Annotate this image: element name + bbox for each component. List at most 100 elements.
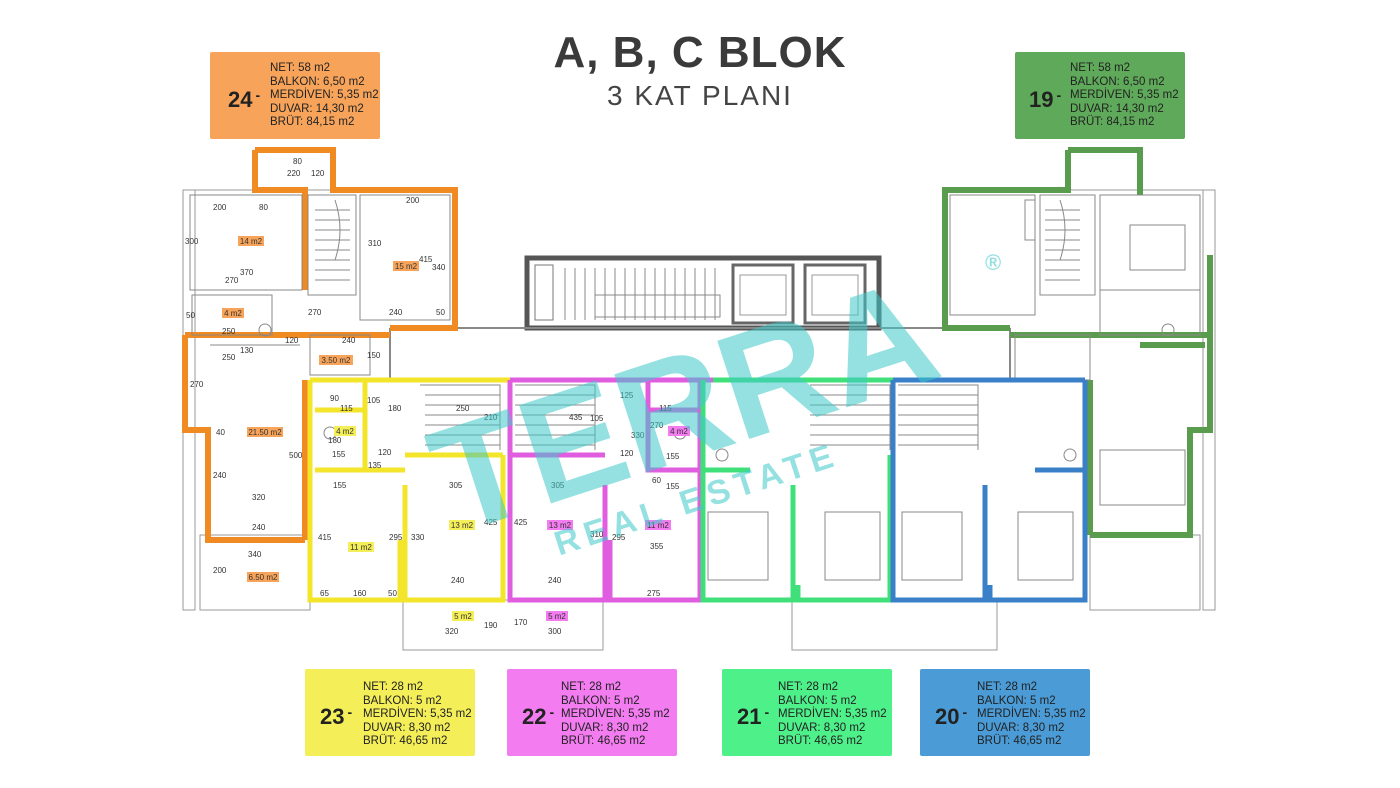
unit-number: 23-: [320, 704, 353, 729]
dimension: 155: [332, 450, 346, 459]
room-area-chips: [222, 236, 690, 621]
dimension: 150: [367, 351, 381, 360]
unit-21-interior: [707, 384, 891, 581]
unit-number: 21-: [737, 704, 770, 729]
dimension: 240: [213, 471, 227, 480]
dimension: 240: [451, 576, 465, 585]
room-label: 13 m2: [451, 521, 474, 530]
dimension: 240: [252, 523, 266, 532]
dimension: 250: [456, 404, 470, 413]
dimension: 50: [186, 311, 195, 320]
room-label: 5 m2: [548, 612, 566, 621]
dimension: 370: [240, 268, 254, 277]
dimension: 170: [514, 618, 528, 627]
unit-number: 20-: [935, 704, 968, 729]
dimension: 310: [368, 239, 382, 248]
page-subtitle: 3 KAT PLANI: [607, 80, 793, 111]
dimension: 80: [259, 203, 268, 212]
dimension: 355: [650, 542, 664, 551]
room-label: 4 m2: [670, 427, 688, 436]
dimension: 120: [285, 336, 299, 345]
room-label: 3.50 m2: [322, 356, 351, 365]
dimension: 305: [551, 481, 565, 490]
dimension: 320: [445, 627, 459, 636]
dimension: 270: [190, 380, 204, 389]
room-area-labels: 14 m2 15 m2 4 m2 3.50 m2 21.50 m2 6.50 m…: [224, 237, 688, 621]
dimension: 180: [388, 404, 402, 413]
unit-19-walls: [942, 147, 1213, 538]
dimension: 115: [659, 404, 672, 413]
dimension: 130: [240, 346, 254, 355]
dimension: 65: [320, 589, 329, 598]
dimension: 340: [248, 550, 262, 559]
dimension: 275: [647, 589, 661, 598]
dimension: 60: [652, 476, 661, 485]
dimension: 300: [548, 627, 562, 636]
dimension: 320: [252, 493, 266, 502]
dimension: 425: [484, 518, 498, 527]
room-label: 11 m2: [647, 521, 669, 530]
dimension: 310: [590, 530, 604, 539]
unit-20-walls: [890, 377, 1088, 603]
page-title: A, B, C BLOK: [553, 28, 847, 77]
unit-23-walls: [307, 377, 510, 603]
dimension: 500: [289, 451, 303, 460]
dimension: 240: [342, 336, 356, 345]
dimension: 295: [612, 533, 626, 542]
unit-22-walls: [507, 377, 713, 603]
dimension: 200: [406, 196, 420, 205]
dimension: 300: [185, 237, 199, 246]
room-label: 11 m2: [350, 543, 372, 552]
dimension: 250: [222, 353, 236, 362]
dimension: 250: [222, 327, 236, 336]
unit-number: 19-: [1029, 87, 1062, 112]
dimension: 305: [449, 481, 463, 490]
dimension: 155: [666, 482, 680, 491]
dimension: 50: [388, 589, 397, 598]
dimension: 40: [216, 428, 225, 437]
dimension: 200: [213, 566, 227, 575]
unit-number: 24-: [228, 87, 261, 112]
dimension: 240: [389, 308, 403, 317]
unit-24-interior: [189, 194, 451, 376]
dimension: 135: [368, 461, 382, 470]
dimension: 50: [436, 308, 445, 317]
dimension: 90: [330, 394, 339, 403]
dimension: 435: [569, 413, 583, 422]
dimension: 200: [213, 203, 227, 212]
unit-21-walls: [700, 377, 893, 603]
dimension: 240: [548, 576, 562, 585]
dimension: 415: [419, 255, 433, 264]
room-label: 6.50 m2: [249, 573, 278, 582]
dimension: 210: [484, 413, 498, 422]
dimension: 220: [287, 169, 301, 178]
watermark-mark: ®: [985, 250, 1001, 275]
dimension: 415: [318, 533, 332, 542]
dimension: 120: [620, 449, 634, 458]
dimension: 120: [378, 448, 392, 457]
dimension: 105: [590, 414, 604, 423]
dimension: 115: [340, 404, 353, 413]
dimension: 80: [293, 157, 302, 166]
room-label: 4 m2: [336, 427, 354, 436]
dimension: 270: [650, 421, 664, 430]
room-label: 15 m2: [395, 262, 418, 271]
dimension: 120: [311, 169, 325, 178]
dimension: 270: [308, 308, 322, 317]
room-label: 13 m2: [549, 521, 572, 530]
room-label: 21.50 m2: [248, 428, 282, 437]
dimension: 160: [353, 589, 367, 598]
room-label: 4 m2: [224, 309, 242, 318]
dimension-labels: 80 220 120 200 80 200 300 310 415 340 37…: [185, 157, 680, 636]
dimension: 180: [328, 436, 342, 445]
